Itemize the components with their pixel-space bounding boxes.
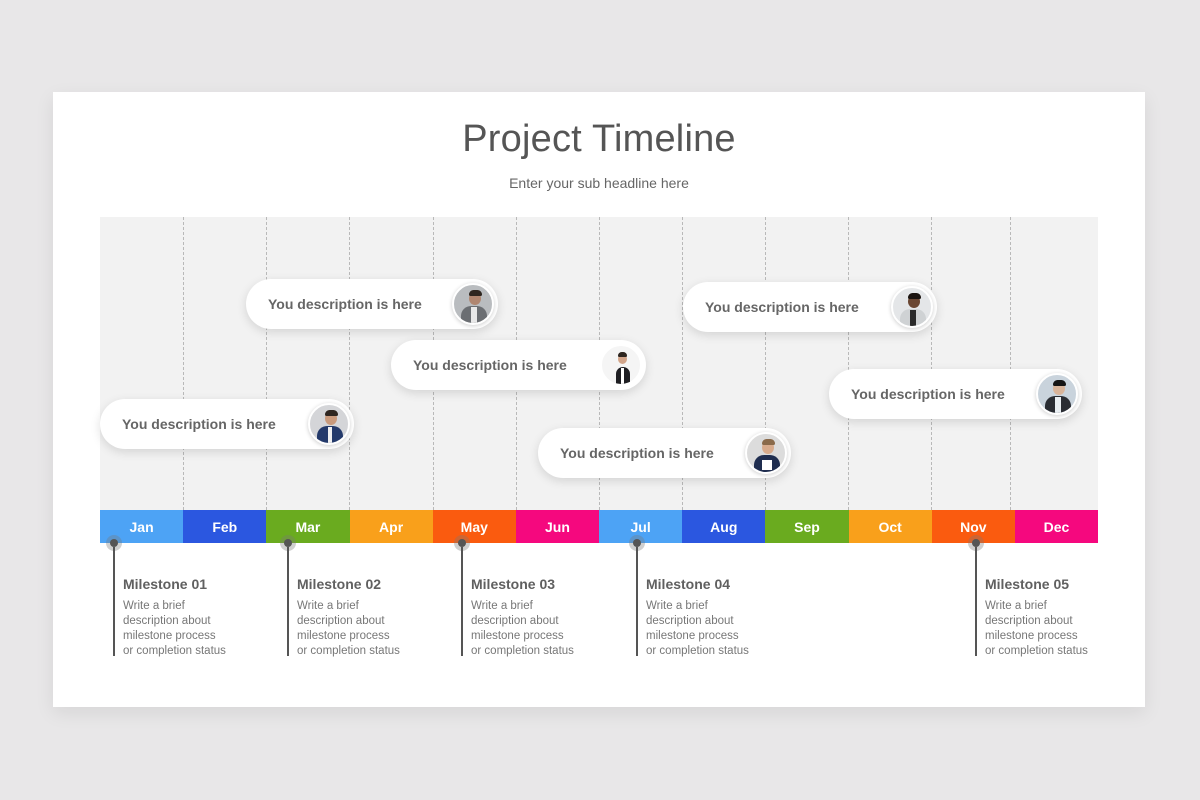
grid-divider [682,217,683,510]
month-jan[interactable]: Jan [100,510,184,543]
milestone-marker-icon[interactable] [106,535,122,551]
milestone-connector [287,547,289,656]
month-oct[interactable]: Oct [848,510,932,543]
milestone-title: Milestone 04 [646,576,731,592]
month-bar: Jan Feb Mar Apr May Jun Jul Aug Sep Oct … [100,510,1099,543]
milestone-connector [461,547,463,656]
description-pill-3[interactable]: You description is here [100,399,354,449]
milestone-marker-icon[interactable] [454,535,470,551]
milestone-marker-icon[interactable] [968,535,984,551]
month-feb[interactable]: Feb [183,510,267,543]
milestone-title: Milestone 05 [985,576,1070,592]
milestone-title: Milestone 01 [123,576,208,592]
person-avatar-icon [1036,373,1078,415]
month-sep[interactable]: Sep [765,510,849,543]
month-jul[interactable]: Jul [599,510,683,543]
milestone-connector [113,547,115,656]
grid-divider [848,217,849,510]
description-pill-6[interactable]: You description is here [829,369,1082,419]
month-mar[interactable]: Mar [266,510,350,543]
person-avatar-icon [452,283,494,325]
description-text: You description is here [560,445,714,461]
person-avatar-icon [745,432,787,474]
milestone-connector [975,547,977,656]
month-dec[interactable]: Dec [1014,510,1099,543]
milestone-connector [636,547,638,656]
description-text: You description is here [851,386,1005,402]
month-aug[interactable]: Aug [682,510,766,543]
milestone-title: Milestone 02 [297,576,382,592]
person-avatar-icon [891,286,933,328]
description-pill-1[interactable]: You description is here [246,279,498,329]
person-avatar-icon [308,403,350,445]
grid-divider [765,217,766,510]
grid-divider [931,217,932,510]
month-may[interactable]: May [432,510,516,543]
milestone-marker-icon[interactable] [280,535,296,551]
month-jun[interactable]: Jun [515,510,600,543]
grid-divider [349,217,350,510]
timeline-slide: Project Timeline Enter your sub headline… [53,92,1145,707]
slide-title: Project Timeline [462,118,736,160]
description-text: You description is here [705,299,859,315]
month-apr[interactable]: Apr [349,510,433,543]
description-text: You description is here [268,296,422,312]
grid-divider [183,217,184,510]
milestone-title: Milestone 03 [471,576,556,592]
person-avatar-icon [600,344,642,386]
description-pill-5[interactable]: You description is here [683,282,937,332]
description-text: You description is here [413,357,567,373]
grid-divider [266,217,267,510]
description-text: You description is here [122,416,276,432]
grid-divider [1010,217,1011,510]
description-pill-4[interactable]: You description is here [538,428,791,478]
month-nov[interactable]: Nov [931,510,1015,543]
slide-subtitle: Enter your sub headline here [509,175,689,191]
milestone-marker-icon[interactable] [629,535,645,551]
description-pill-2[interactable]: You description is here [391,340,646,390]
